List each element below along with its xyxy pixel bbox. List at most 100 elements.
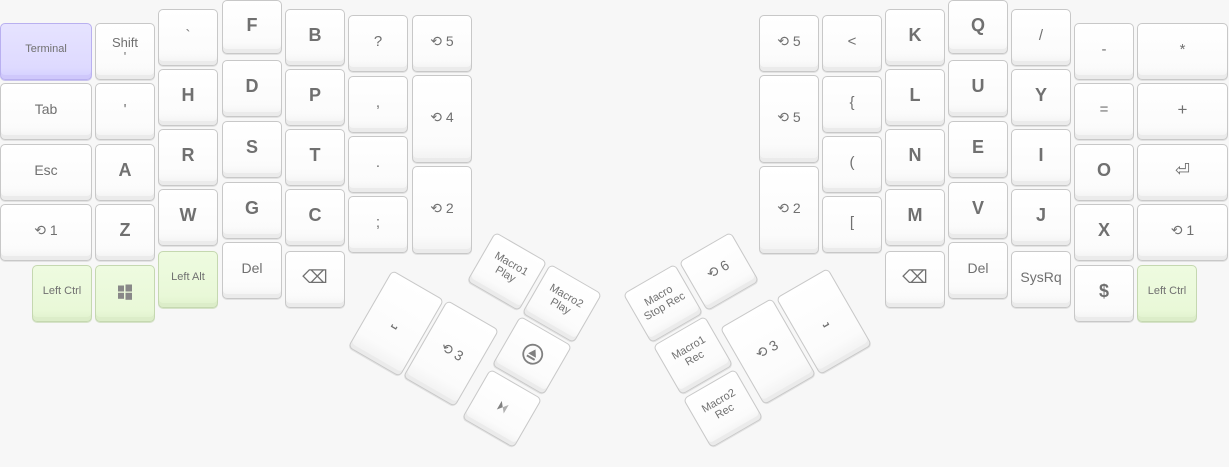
key-semicolon[interactable]: ; <box>348 196 408 253</box>
key-shift-label: Shift ' <box>111 34 138 64</box>
key-u-label: U <box>971 76 985 97</box>
key-left-ctrl-right[interactable]: Left Ctrl <box>1137 265 1197 322</box>
key-apostrophe[interactable]: ' <box>95 83 155 140</box>
key-sysrq[interactable]: SysRq <box>1011 251 1071 308</box>
key-backspace-right[interactable]: ⌫ <box>885 251 945 308</box>
key-q[interactable]: Q <box>948 0 1008 54</box>
key-h-label: H <box>181 85 195 106</box>
key-left-brace[interactable]: { <box>822 76 882 133</box>
key-c-label: C <box>308 205 322 226</box>
key-minus-label: - <box>1101 40 1107 58</box>
key-k-label: K <box>908 25 922 46</box>
key-tab-label: Tab <box>34 101 58 118</box>
key-r[interactable]: R <box>158 129 218 186</box>
key-p-label: P <box>308 85 321 106</box>
key-layer-2-left-label: ⟲ 2 <box>430 199 454 216</box>
space-icon: ⎵ <box>390 312 405 330</box>
key-tab[interactable]: Tab <box>0 83 92 140</box>
key-x[interactable]: X <box>1074 204 1134 261</box>
key-comma-label: , <box>375 93 381 111</box>
key-backspace-left[interactable]: ⌫ <box>285 251 345 308</box>
key-plus[interactable]: + <box>1137 83 1228 140</box>
key-x-label: X <box>1097 220 1110 241</box>
key-v-label: V <box>971 198 984 219</box>
key-e[interactable]: E <box>948 121 1008 178</box>
key-left-ctrl-right-label: Left Ctrl <box>1147 284 1187 297</box>
key-macro2-rec-label: Macro2 Rec <box>699 386 738 422</box>
key-u[interactable]: U <box>948 60 1008 117</box>
key-e-label: E <box>971 137 984 158</box>
key-layer-4-left[interactable]: ⟲ 4 <box>412 75 472 163</box>
key-o[interactable]: O <box>1074 144 1134 201</box>
key-grave[interactable]: ` <box>158 9 218 66</box>
key-left-alt[interactable]: Left Alt <box>158 251 218 308</box>
key-l[interactable]: L <box>885 69 945 126</box>
key-macro1-rec-label: Macro1 Rec <box>669 333 708 369</box>
key-layer-5-right-mid-label: ⟲ 5 <box>777 108 801 125</box>
key-z[interactable]: Z <box>95 204 155 261</box>
key-g[interactable]: G <box>222 182 282 239</box>
key-i[interactable]: I <box>1011 129 1071 186</box>
key-semicolon-label: ; <box>375 213 381 231</box>
key-s[interactable]: S <box>222 121 282 178</box>
key-b-label: B <box>308 25 322 46</box>
key-layer-6-label: ⟲ 6 <box>703 256 732 283</box>
key-shift[interactable]: Shift ' <box>95 23 155 80</box>
key-c[interactable]: C <box>285 189 345 246</box>
key-w[interactable]: W <box>158 189 218 246</box>
key-esc[interactable]: Esc <box>0 144 92 201</box>
key-slash[interactable]: / <box>1011 9 1071 66</box>
key-layer-5-right-top[interactable]: ⟲ 5 <box>759 15 819 72</box>
key-delete-left[interactable]: Del <box>222 242 282 299</box>
key-layer-1-right[interactable]: ⟲ 1 <box>1137 204 1228 261</box>
key-question[interactable]: ? <box>348 15 408 72</box>
key-left-paren-label: ( <box>849 153 855 171</box>
key-h[interactable]: H <box>158 69 218 126</box>
key-layer-5-right-mid[interactable]: ⟲ 5 <box>759 75 819 163</box>
key-a[interactable]: A <box>95 144 155 201</box>
key-period[interactable]: . <box>348 136 408 193</box>
key-s-label: S <box>245 137 258 158</box>
key-enter[interactable]: ⏎ <box>1137 144 1228 201</box>
key-j[interactable]: J <box>1011 189 1071 246</box>
key-d[interactable]: D <box>222 60 282 117</box>
key-y[interactable]: Y <box>1011 69 1071 126</box>
windows-logo-icon <box>118 284 132 300</box>
key-delete-right[interactable]: Del <box>948 242 1008 299</box>
key-asterisk[interactable]: * <box>1137 23 1228 80</box>
key-t[interactable]: T <box>285 129 345 186</box>
key-left-bracket[interactable]: [ <box>822 196 882 253</box>
key-a-label: A <box>118 160 132 181</box>
key-layer-5-left[interactable]: ⟲ 5 <box>412 15 472 72</box>
key-v[interactable]: V <box>948 182 1008 239</box>
key-p[interactable]: P <box>285 69 345 126</box>
key-equals[interactable]: = <box>1074 83 1134 140</box>
key-left-ctrl-left[interactable]: Left Ctrl <box>32 265 92 322</box>
key-minus[interactable]: - <box>1074 23 1134 80</box>
key-f[interactable]: F <box>222 0 282 54</box>
key-slash-label: / <box>1038 26 1044 44</box>
key-layer-2-right[interactable]: ⟲ 2 <box>759 166 819 254</box>
key-m[interactable]: M <box>885 189 945 246</box>
key-b[interactable]: B <box>285 9 345 66</box>
space-icon-right: ⎵ <box>815 310 830 328</box>
key-comma[interactable]: , <box>348 76 408 133</box>
key-less-than[interactable]: < <box>822 15 882 72</box>
key-i-label: I <box>1038 145 1044 166</box>
key-delete-right-label: Del <box>967 260 989 277</box>
key-n[interactable]: N <box>885 129 945 186</box>
key-period-label: . <box>375 153 381 171</box>
key-layer-1-left[interactable]: ⟲ 1 <box>0 204 92 261</box>
key-g-label: G <box>244 198 259 219</box>
key-asterisk-label: * <box>1179 40 1186 58</box>
key-layer-2-left[interactable]: ⟲ 2 <box>412 166 472 254</box>
key-m-label: M <box>907 205 923 226</box>
key-windows[interactable] <box>95 265 155 322</box>
key-j-label: J <box>1035 205 1046 226</box>
key-left-paren[interactable]: ( <box>822 136 882 193</box>
key-l-label: L <box>909 85 921 106</box>
key-terminal[interactable]: Terminal <box>0 23 92 80</box>
key-k[interactable]: K <box>885 9 945 66</box>
key-delete-left-label: Del <box>241 260 263 277</box>
key-dollar[interactable]: $ <box>1074 265 1134 322</box>
